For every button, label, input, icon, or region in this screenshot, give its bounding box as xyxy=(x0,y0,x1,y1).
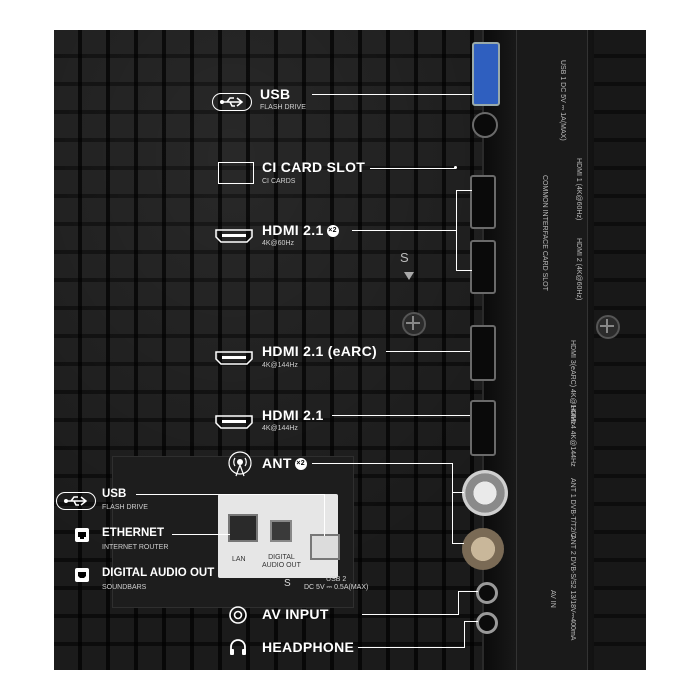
right-panel-texture xyxy=(594,30,646,670)
usb2-label: USB 2 DC 5V ⎓ 0.5A(MAX) xyxy=(304,576,369,591)
ci-sub: CI CARDS xyxy=(262,178,296,185)
lan-port xyxy=(228,514,258,542)
hdmi-port-1 xyxy=(470,175,496,229)
hdmi1-bracket xyxy=(456,190,457,270)
optical-icon xyxy=(74,567,90,588)
usb-icon xyxy=(212,93,252,111)
headphone-leader xyxy=(358,647,464,648)
usb-bottom-title: USB xyxy=(102,488,127,500)
hdmi1-count-badge: ×2 xyxy=(326,225,339,238)
ant-count-badge: ×2 xyxy=(294,458,307,471)
ant-title-text: ANT xyxy=(262,455,292,471)
hdmi4-side-label: HDMI 4 4K@144Hz xyxy=(569,405,576,467)
ant-port-2 xyxy=(462,528,504,570)
side-port-strip xyxy=(516,30,588,670)
av-input-title: AV INPUT xyxy=(262,606,329,622)
usb1-side-label: USB 1 DC 5V ⎓ 1A(MAX) xyxy=(559,60,566,141)
hdmi1-bracket-top xyxy=(456,190,472,191)
usb-bottom-drop xyxy=(324,494,325,536)
av-input-icon xyxy=(228,605,248,630)
ant-leader xyxy=(312,463,452,464)
hdmi1-bracket-bottom xyxy=(456,270,472,271)
hdmi-port-4 xyxy=(470,400,496,456)
av-input-leader xyxy=(362,614,458,615)
ant-port-1 xyxy=(462,470,508,516)
ethernet-title: ETHERNET xyxy=(102,527,164,539)
hdmi2-sub: 4K@144Hz xyxy=(262,362,298,369)
hdmi1-title: HDMI 2.1×2 xyxy=(262,222,339,238)
ethernet-leader xyxy=(172,534,230,535)
ci-leader-dot xyxy=(454,166,457,169)
hdmi-icon xyxy=(214,414,254,435)
hdmi1-sub: 4K@60Hz xyxy=(262,240,295,247)
hdmi-port-3 xyxy=(470,325,496,381)
ant2-side-label: ANT 2 DVB-S/S2 13/18V⎓400mA xyxy=(569,535,576,641)
hdmi-icon xyxy=(214,228,254,249)
usb-top-sub: FLASH DRIVE xyxy=(260,104,306,111)
usb-bottom-leader xyxy=(136,494,324,495)
usb-icon xyxy=(56,492,96,510)
mount-screw-right xyxy=(596,315,620,339)
av-input-riser xyxy=(458,591,459,615)
headphone-icon xyxy=(228,637,248,662)
ci-indicator xyxy=(472,112,498,138)
ant-title: ANT×2 xyxy=(262,455,307,471)
lan-label: LAN xyxy=(232,556,246,563)
headphone-title: HEADPHONE xyxy=(262,639,355,655)
av-input-jack xyxy=(476,582,498,604)
av-input-end xyxy=(458,591,478,592)
hdmi1-leader xyxy=(352,230,456,231)
s-marker-lower: S xyxy=(284,578,291,589)
arrow-down-icon xyxy=(404,272,414,280)
hdmi1-side-label: HDMI 1 (4K@60Hz) xyxy=(575,158,582,221)
digital-audio-title: DIGITAL AUDIO OUT xyxy=(102,567,215,579)
mount-screw-left xyxy=(402,312,426,336)
hdmi2-title: HDMI 2.1 (eARC) xyxy=(262,343,377,359)
ant-bracket-top xyxy=(452,492,464,493)
digital-audio-out-label: DIGITAL AUDIO OUT xyxy=(262,554,301,569)
ant-bracket xyxy=(452,463,453,543)
tv-rear-photo xyxy=(54,30,646,670)
antenna-icon xyxy=(226,450,254,485)
hdmi3-title: HDMI 2.1 xyxy=(262,407,324,423)
usb-bottom-sub: FLASH DRIVE xyxy=(102,504,148,511)
ethernet-sub: INTERNET ROUTER xyxy=(102,544,169,551)
headphone-riser xyxy=(464,621,465,648)
av-in-side-label: AV IN xyxy=(549,590,556,608)
ci-leader xyxy=(370,168,456,169)
hdmi3-leader xyxy=(332,415,470,416)
headphone-jack xyxy=(476,612,498,634)
usb-top-leader xyxy=(312,94,472,95)
ci-card-icon xyxy=(218,162,254,184)
ethernet-icon xyxy=(74,527,90,548)
headphone-end xyxy=(464,621,478,622)
hdmi2-side-label: HDMI 2 (4K@60Hz) xyxy=(575,238,582,301)
hdmi1-title-text: HDMI 2.1 xyxy=(262,222,324,238)
ant1-side-label: ANT 1 DVB-T/T2/C xyxy=(569,478,576,538)
digital-audio-sub: SOUNDBARS xyxy=(102,584,147,591)
hdmi3-sub: 4K@144Hz xyxy=(262,425,298,432)
usb-top-title: USB xyxy=(260,86,291,102)
ci-title: CI CARD SLOT xyxy=(262,159,366,175)
common-interface-side-label: COMMON INTERFACE CARD SLOT xyxy=(541,175,548,291)
ant-bracket-bottom xyxy=(452,543,464,544)
usb-port-top xyxy=(472,42,500,106)
hdmi2-leader xyxy=(386,351,470,352)
optical-port xyxy=(270,520,292,542)
s-marker-top: S xyxy=(400,250,409,265)
hdmi-port-2 xyxy=(470,240,496,294)
hdmi-icon xyxy=(214,350,254,371)
usb-port-bottom xyxy=(310,534,340,560)
